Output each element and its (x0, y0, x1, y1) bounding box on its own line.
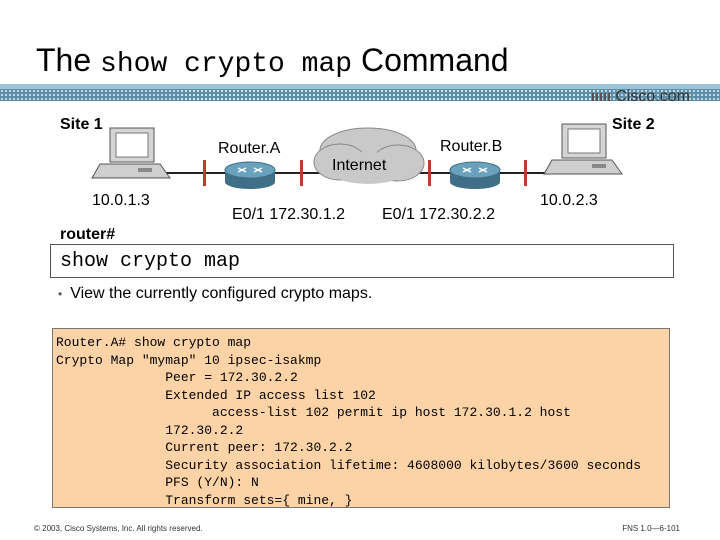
router-b-interface-label: E0/1 172.30.2.2 (382, 206, 495, 223)
output-line: Crypto Map "mymap" 10 ipsec-isakmp (56, 352, 322, 368)
output-line: Peer = 172.30.2.2 (56, 370, 298, 385)
internet-cloud-icon (313, 127, 425, 184)
title-command: show crypto map (100, 49, 353, 80)
host2-pc-icon (543, 123, 623, 175)
host1-pc-icon (91, 127, 171, 179)
command-syntax-box: show crypto map (50, 244, 674, 278)
title-pre: The (36, 42, 101, 78)
link-marker-3 (428, 160, 431, 186)
cisco-logo-text: Cisco.com (615, 88, 690, 105)
cisco-logo: Cisco.com (592, 88, 690, 106)
cisco-bars-icon (592, 92, 613, 101)
header-rule (0, 84, 720, 89)
site2-label: Site 2 (612, 116, 655, 133)
router-a-label: Router.A (218, 140, 281, 157)
router-b-label: Router.B (440, 138, 503, 155)
bullet-icon: • (58, 287, 63, 301)
output-line: Security association lifetime: 4608000 k… (56, 457, 642, 473)
internet-label: Internet (332, 157, 387, 174)
site1-label: Site 1 (60, 116, 103, 133)
footer-copyright: © 2003, Cisco Systems, Inc. All rights r… (34, 524, 203, 533)
output-line: Current peer: 172.30.2.2 (56, 440, 353, 455)
router-a-icon (224, 161, 276, 189)
router-a-interface-label: E0/1 172.30.1.2 (232, 206, 345, 223)
output-line: PFS (Y/N): N (56, 475, 259, 490)
output-line: Extended IP access list 102 (56, 387, 376, 403)
output-line: Transform sets={ mine, } (56, 492, 353, 508)
command-prompt-label: router# (60, 226, 116, 243)
link-marker-1 (203, 160, 206, 186)
bullet-point: • View the currently configured crypto ma… (58, 285, 372, 303)
router-b-icon (449, 161, 501, 189)
link-marker-4 (524, 160, 527, 186)
host1-ip-label: 10.0.1.3 (92, 192, 150, 209)
output-line: Router.A# show crypto map (56, 335, 252, 350)
link-marker-2 (300, 160, 303, 186)
slide-title: The show crypto map Command (36, 42, 509, 80)
host2-ip-label: 10.0.2.3 (540, 192, 598, 209)
bullet-text: View the currently configured crypto map… (70, 285, 373, 302)
footer-page-number: FNS 1.0—6-101 (622, 524, 680, 533)
output-line: access-list 102 permit ip host 172.30.1.… (56, 405, 571, 420)
header-dotted-highlight (180, 89, 600, 101)
title-post: Command (352, 42, 509, 78)
output-line: 172.30.2.2 (56, 422, 244, 438)
